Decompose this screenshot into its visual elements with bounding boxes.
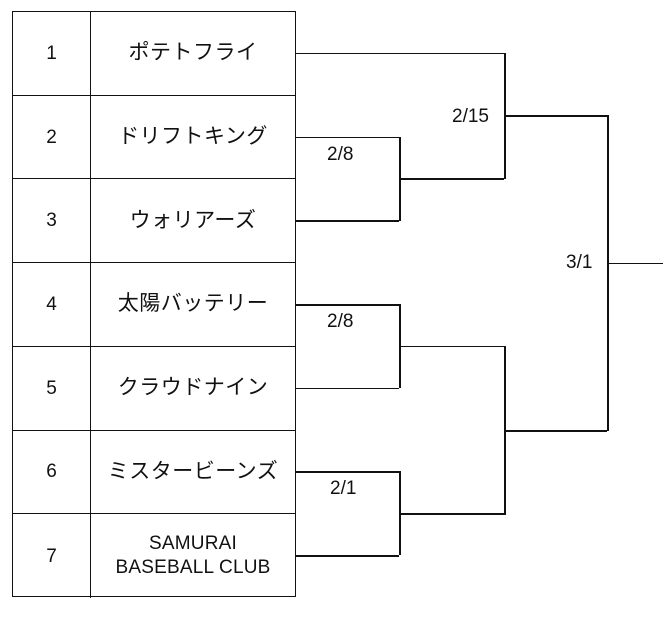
seed-number: 5 [13, 346, 91, 430]
match-date-final: 3/1 [566, 252, 593, 273]
match-date-r1m2: 2/8 [327, 311, 354, 332]
team-name: ドリフトキング [118, 124, 268, 148]
feeder-line-seed-7 [296, 555, 399, 557]
match-join-final [607, 115, 609, 431]
feeder-line-seed-5 [296, 387, 399, 389]
champion-output-line [607, 262, 663, 264]
team-name-line-2: BASEBALL CLUB [115, 557, 271, 579]
winner-line-r1m3 [399, 513, 504, 515]
feeder-line-seed-1 [296, 52, 399, 54]
match-date-r2m1: 2/15 [452, 106, 489, 127]
feeder-line-seed-3 [296, 220, 399, 222]
team-name: クラウドナイン [117, 376, 269, 400]
match-date-r1m3: 2/1 [330, 478, 357, 499]
team-name: SAMURAI BASEBALL CLUB [91, 514, 295, 598]
table-row: 1 ポテトフライ [13, 12, 295, 96]
winner-line-r1m1 [399, 178, 504, 180]
table-row: 6 ミスタービーンズ [13, 430, 295, 515]
team-name: ポテトフライ [128, 41, 258, 65]
seed-number: 7 [13, 514, 91, 598]
team-seed-table: 1 ポテトフライ 2 ドリフトキング 3 ウォリアーズ 4 太陽バッテリー 5 … [12, 11, 296, 598]
table-row: 7 SAMURAI BASEBALL CLUB [13, 514, 295, 598]
seed-number: 2 [13, 95, 91, 179]
team-name: 太陽バッテリー [117, 292, 269, 316]
winner-line-r2m2 [504, 430, 607, 432]
seed-number: 1 [13, 12, 91, 95]
winner-line-r2m1 [504, 115, 607, 117]
table-row: 3 ウォリアーズ [13, 179, 295, 264]
feeder-line-seed-4 [296, 304, 399, 306]
winner-line-seed-1 [399, 52, 504, 54]
feeder-line-seed-2 [296, 136, 399, 138]
seed-number: 6 [13, 430, 91, 514]
team-name-line-1: SAMURAI [149, 533, 237, 555]
feeder-line-seed-6 [296, 471, 399, 473]
seed-number: 3 [13, 179, 91, 263]
table-row: 5 クラウドナイン [13, 346, 295, 431]
seed-number: 4 [13, 263, 91, 346]
match-date-r1m1: 2/8 [327, 144, 354, 165]
table-row: 4 太陽バッテリー [13, 263, 295, 347]
table-row: 2 ドリフトキング [13, 95, 295, 180]
team-name: ミスタービーンズ [107, 459, 279, 483]
winner-line-r1m2 [399, 345, 504, 347]
team-name: ウォリアーズ [129, 208, 257, 232]
